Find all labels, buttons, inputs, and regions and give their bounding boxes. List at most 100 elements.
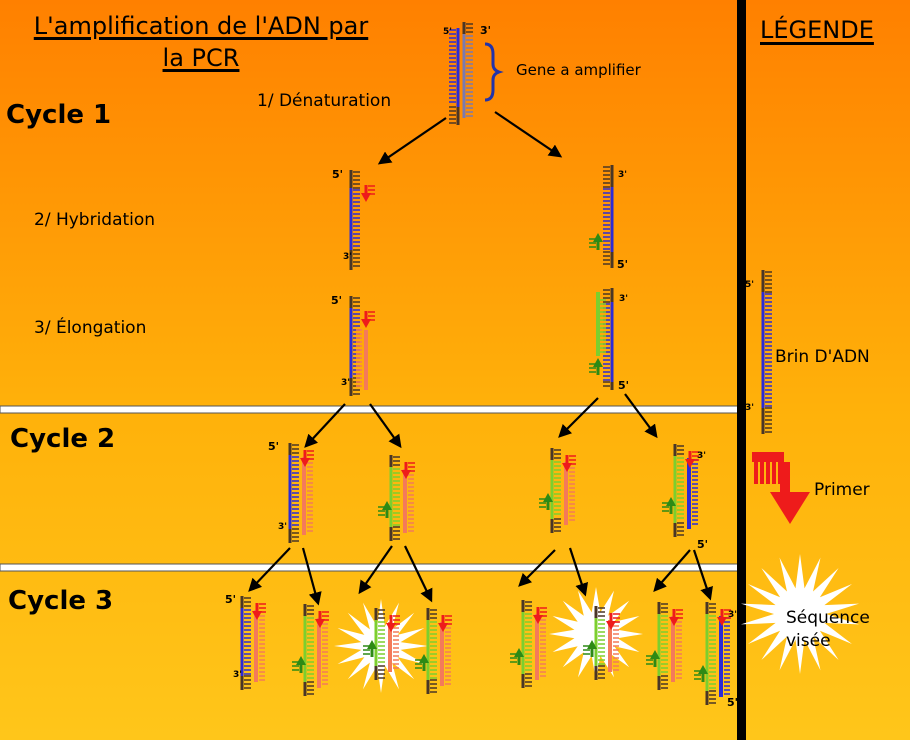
strand-ticks bbox=[445, 615, 452, 625]
end-label-5: 5' bbox=[332, 168, 344, 181]
primer-head bbox=[361, 319, 371, 328]
strand-ticks bbox=[554, 449, 561, 459]
strand-ticks bbox=[353, 171, 360, 189]
primer-bar bbox=[752, 452, 784, 462]
strand-ticks bbox=[244, 609, 251, 675]
end-label-3: 3' bbox=[278, 522, 288, 532]
dna-strand-icon bbox=[349, 170, 375, 270]
strand-ticks bbox=[368, 185, 375, 195]
partner-strand bbox=[687, 458, 691, 529]
down-arrow-icon bbox=[358, 545, 393, 595]
primer-icon bbox=[415, 654, 429, 671]
strand-ticks bbox=[569, 455, 576, 465]
strand-color bbox=[426, 620, 430, 680]
end-label-5: 5' bbox=[225, 593, 237, 606]
strand-ticks bbox=[540, 607, 547, 617]
strand-ticks bbox=[589, 238, 596, 248]
primer-icon bbox=[292, 656, 306, 673]
primer-stem bbox=[422, 661, 426, 671]
strand-color bbox=[240, 608, 244, 676]
primer-stem bbox=[364, 311, 368, 321]
strand-ticks bbox=[353, 249, 360, 267]
dna-strand-icon bbox=[415, 608, 452, 694]
primer-head bbox=[315, 619, 325, 628]
strand-ticks bbox=[661, 675, 668, 689]
strand-ticks bbox=[677, 522, 684, 536]
strand-ticks bbox=[692, 451, 699, 461]
strand-ticks bbox=[569, 463, 575, 521]
strand-color bbox=[705, 614, 709, 691]
strand-ticks bbox=[353, 189, 360, 247]
primer-icon bbox=[539, 493, 553, 510]
strand-ticks bbox=[292, 528, 299, 542]
dna-strand-icon bbox=[662, 444, 699, 537]
dna-strand-icon bbox=[761, 270, 772, 434]
strand-ticks bbox=[765, 271, 772, 293]
primer-icon bbox=[378, 501, 392, 518]
primer-head bbox=[562, 463, 572, 472]
strand-color bbox=[594, 618, 598, 666]
dna-strand-icon bbox=[589, 165, 614, 268]
down-arrow-icon bbox=[568, 547, 589, 597]
end-label-3: 3' bbox=[728, 610, 738, 620]
down-arrow-icon bbox=[692, 549, 713, 601]
dna-strand-icon bbox=[449, 22, 473, 125]
strand-ticks bbox=[539, 498, 546, 508]
primer-stem bbox=[672, 609, 676, 619]
primer-stem bbox=[389, 615, 393, 625]
primer-stem bbox=[653, 657, 657, 667]
primer-icon bbox=[363, 640, 377, 657]
strand-ticks bbox=[449, 106, 456, 124]
strand-ticks bbox=[554, 461, 561, 515]
legend-dna-label: Brin D'ADN bbox=[775, 347, 870, 367]
strand-color bbox=[389, 467, 393, 527]
strand-ticks bbox=[603, 166, 610, 188]
strand-ticks bbox=[353, 297, 360, 307]
dna-strand-icon bbox=[363, 608, 400, 680]
partner-strand bbox=[388, 622, 392, 672]
strand-ticks bbox=[393, 615, 400, 625]
strand-ticks bbox=[677, 445, 684, 455]
primer-head bbox=[606, 621, 616, 630]
strand-ticks bbox=[603, 188, 610, 250]
step-denaturation: 1/ Dénaturation bbox=[257, 91, 392, 111]
primer-head bbox=[386, 623, 396, 632]
strand-ticks bbox=[603, 303, 610, 381]
strand-ticks bbox=[322, 611, 329, 621]
end-label-5: 5' bbox=[618, 379, 630, 392]
strand-ticks bbox=[378, 621, 385, 663]
primer-stem bbox=[596, 240, 600, 250]
primer-head bbox=[685, 459, 695, 468]
down-arrow-icon bbox=[404, 545, 433, 603]
strand-color bbox=[610, 187, 614, 252]
strand-ticks bbox=[466, 23, 473, 33]
strand-color bbox=[521, 612, 525, 674]
partner-strand bbox=[608, 620, 612, 672]
strand-ticks bbox=[292, 661, 299, 671]
primer-head bbox=[300, 458, 310, 467]
strand-color bbox=[462, 34, 466, 118]
primer-icon bbox=[669, 609, 683, 626]
primer-stem bbox=[370, 647, 374, 657]
partner-strand bbox=[440, 622, 444, 686]
cycle-2-label: Cycle 2 bbox=[10, 424, 116, 454]
primer-stem bbox=[364, 185, 368, 195]
strand-ticks bbox=[466, 35, 473, 117]
primer-head bbox=[717, 617, 727, 626]
dna-strand-icon bbox=[292, 604, 329, 696]
strand-color bbox=[349, 188, 353, 250]
end-label-3: 3' bbox=[697, 451, 707, 461]
cycle-1-label: Cycle 1 bbox=[6, 100, 112, 130]
dna-strand-icon bbox=[646, 602, 683, 690]
primer-stem bbox=[441, 615, 445, 625]
strand-ticks bbox=[393, 456, 400, 466]
primer-icon bbox=[589, 358, 603, 375]
strand-ticks bbox=[393, 526, 400, 540]
strand-color bbox=[374, 620, 378, 666]
title-line-1: L'amplification de l'ADN par bbox=[33, 12, 369, 40]
strand-ticks bbox=[378, 609, 385, 619]
strand-ticks bbox=[598, 619, 605, 665]
end-label-5: 5' bbox=[617, 258, 629, 271]
